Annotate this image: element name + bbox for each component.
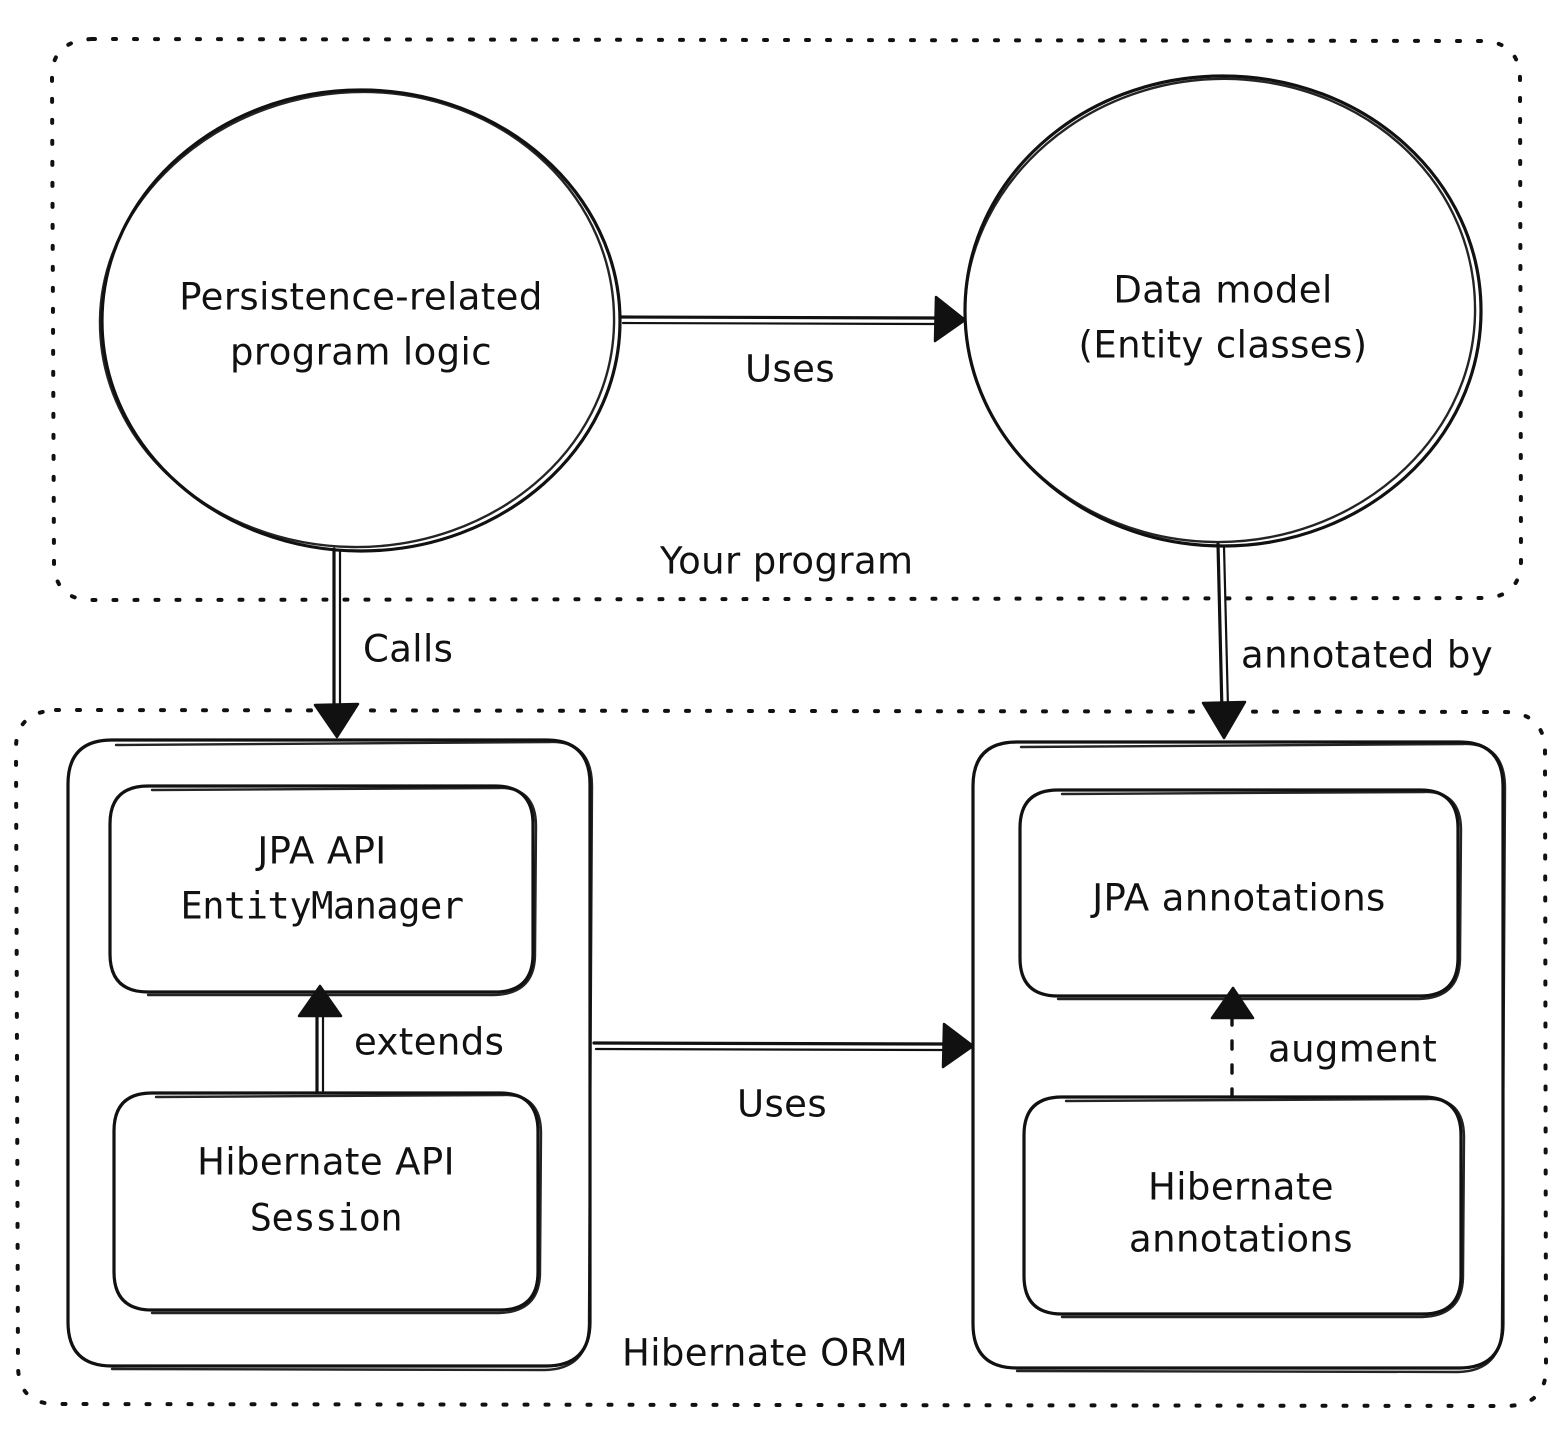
node-jpa-annotations[interactable]: JPA annotations: [1018, 788, 1463, 1001]
jpa-annotations-label: JPA annotations: [1090, 877, 1385, 920]
edge-label-calls: Calls: [363, 628, 453, 671]
persistence-logic-label-line1: Persistence-related: [179, 276, 542, 319]
jpa-api-label-line1: JPA API: [255, 830, 386, 873]
edge-extends: extends: [297, 984, 504, 1095]
edge-annotated-by: annotated by: [1201, 542, 1493, 740]
annotations-box-outline-sketch: [1015, 742, 1507, 1374]
edge-label-extends: extends: [354, 1021, 504, 1064]
extends-arrowhead: [297, 984, 343, 1018]
persistence-logic-ellipse-sketch: [98, 90, 616, 549]
annotated-by-line: [1216, 542, 1224, 714]
edge-label-uses-top: Uses: [745, 348, 835, 391]
jpa-annotations-box-sketch: [1056, 790, 1463, 1001]
group-hibernate-orm: Hibernate ORM: [13, 708, 1548, 1408]
hibernate-api-box: [112, 1091, 540, 1312]
edge-label-uses-bottom: Uses: [737, 1083, 827, 1126]
hibernate-orm-boundary: [13, 708, 1548, 1408]
uses-bottom-line-sketch: [594, 1047, 944, 1052]
persistence-logic-label-line2: program logic: [230, 331, 492, 374]
hibernate-annotations-box: [1022, 1095, 1463, 1316]
jpa-annotations-box: [1018, 788, 1460, 998]
your-program-boundary: [49, 37, 1523, 602]
hibernate-api-label-line1: Hibernate API: [197, 1141, 455, 1184]
node-hibernate-annotations[interactable]: Hibernate annotations: [1022, 1095, 1466, 1319]
uses-bottom-line: [592, 1041, 946, 1046]
edge-label-augment: augment: [1268, 1028, 1437, 1071]
edge-uses-bottom: Uses: [592, 1022, 975, 1126]
annotated-by-line-sketch: [1222, 544, 1230, 710]
uses-top-line-sketch: [621, 321, 936, 326]
hibernate-api-box-sketch: [150, 1093, 543, 1315]
group-label-hibernate-orm: Hibernate ORM: [622, 1332, 908, 1375]
jpa-api-box: [108, 784, 535, 994]
annotated-by-arrowhead: [1201, 700, 1247, 740]
group-label-your-program: Your program: [659, 540, 913, 583]
data-model-ellipse-sketch: [963, 77, 1477, 544]
data-model-label-line1: Data model: [1113, 269, 1332, 312]
calls-arrowhead: [313, 702, 360, 739]
node-persistence-logic[interactable]: Persistence-related program logic: [98, 88, 622, 553]
data-model-label-line2: (Entity classes): [1079, 324, 1368, 367]
uses-bottom-arrowhead: [941, 1022, 975, 1069]
node-data-model[interactable]: Data model (Entity classes): [963, 74, 1483, 548]
node-hibernate-api[interactable]: Hibernate API Session: [112, 1091, 543, 1315]
uses-top-line: [619, 315, 938, 320]
jpa-api-label-line2: EntityManager: [180, 885, 463, 928]
augment-arrowhead: [1210, 986, 1255, 1020]
edge-label-annotated-by: annotated by: [1241, 634, 1493, 677]
edge-uses-top: Uses: [619, 295, 967, 391]
hibernate-api-label-line2: Session: [250, 1197, 402, 1240]
hibernate-annotations-box-sketch: [1060, 1097, 1466, 1319]
hibernate-annotations-label-line2: annotations: [1129, 1218, 1353, 1261]
edge-augment: augment: [1210, 986, 1437, 1099]
jpa-api-box-sketch: [146, 786, 538, 997]
node-jpa-api[interactable]: JPA API EntityManager: [108, 784, 538, 997]
hibernate-annotations-label-line1: Hibernate: [1148, 1166, 1334, 1209]
edge-calls: Calls: [313, 547, 453, 739]
api-box-outline-sketch: [110, 740, 594, 1372]
uses-top-arrowhead: [933, 295, 967, 343]
group-your-program: Your program: [49, 37, 1523, 602]
